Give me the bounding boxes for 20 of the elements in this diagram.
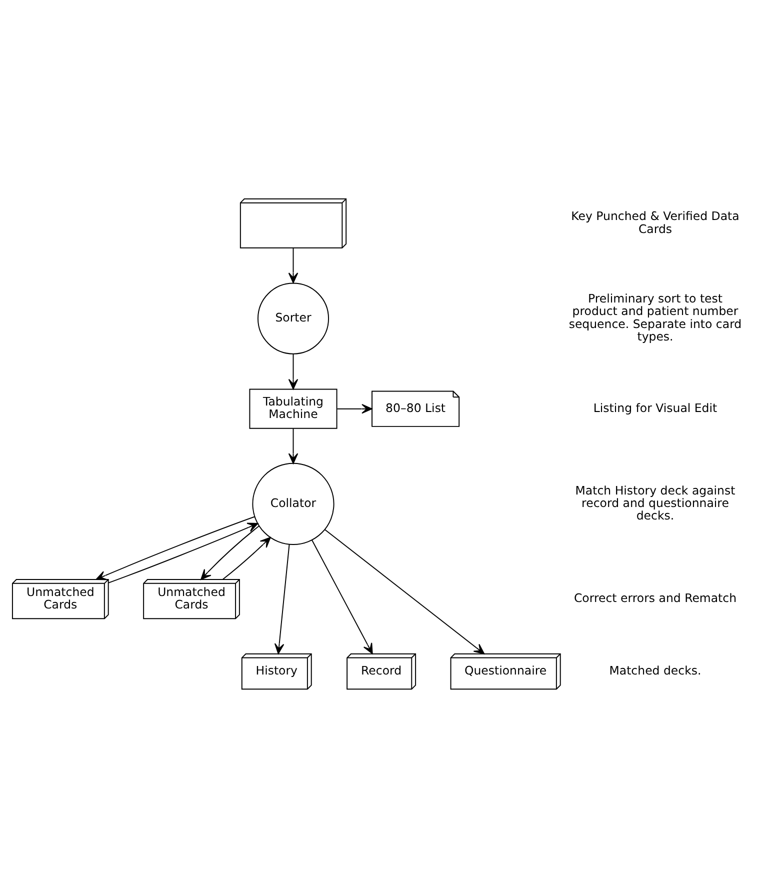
arrow [324, 528, 485, 654]
node-circle: Sorter [257, 282, 330, 354]
label: Correct errors and Rematch [574, 590, 737, 605]
label: Matched decks. [609, 663, 702, 678]
label: Listing for Visual Edit [593, 400, 718, 414]
node-box: Tabulating Machine [249, 388, 338, 428]
arrow [200, 524, 260, 580]
node-circle: Collator [252, 462, 334, 544]
arrow [336, 403, 372, 414]
label: Preliminary sort to test product and patient number sequence. Separate into card types. [568, 291, 742, 344]
label: Key Punched & Verified Data Cards [571, 208, 740, 236]
arrow [288, 353, 298, 390]
arrow [108, 522, 258, 583]
arrow [288, 246, 298, 283]
arrow [274, 543, 290, 654]
label: Match History deck against record and questionnaire decks. [575, 482, 736, 522]
arrow [311, 539, 373, 654]
arrow [222, 536, 271, 580]
arrow [288, 428, 298, 464]
arrow [96, 516, 256, 580]
